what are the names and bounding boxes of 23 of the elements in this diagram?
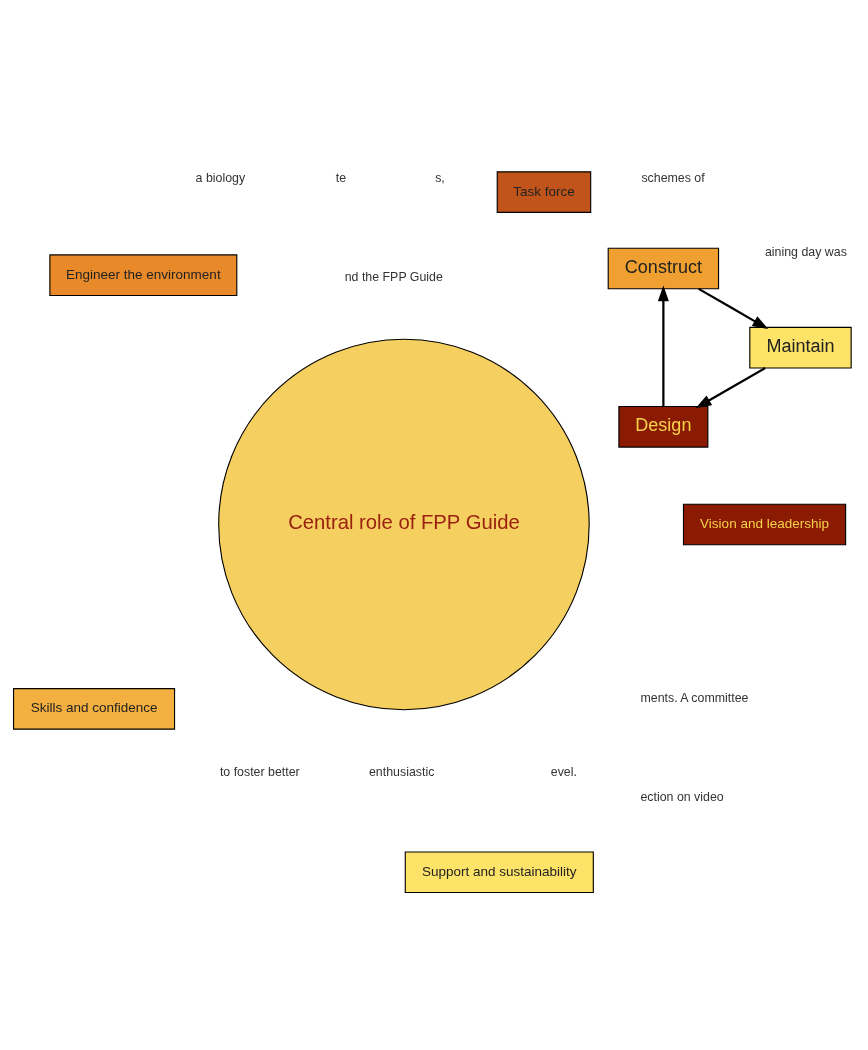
node-box: Design xyxy=(617,405,708,448)
node-box: Engineer the environment xyxy=(48,253,237,296)
label: to foster better xyxy=(219,764,300,779)
label: ments. A committee xyxy=(639,690,748,705)
label: a biology xyxy=(195,170,245,185)
node-circle: Central role of FPP Guide xyxy=(217,338,590,710)
node-box: Skills and confidence xyxy=(12,687,175,730)
node-box: Maintain xyxy=(748,326,852,368)
label: schemes of xyxy=(640,170,705,185)
node-box: Support and sustainability xyxy=(404,850,594,893)
node-box: Vision and leadership xyxy=(682,503,846,545)
arrow xyxy=(695,366,766,408)
label: nd the FPP Guide xyxy=(344,269,443,284)
label: aining day was xyxy=(764,244,847,259)
label: ection on video xyxy=(639,789,724,804)
node-box: Task force xyxy=(496,170,591,213)
arrow xyxy=(697,287,768,329)
label: s, xyxy=(434,170,445,185)
label: evel. xyxy=(550,764,577,779)
node-box: Construct xyxy=(607,247,719,289)
label: enthusiastic xyxy=(368,764,434,779)
label: te xyxy=(335,170,346,185)
arrow xyxy=(657,284,669,406)
